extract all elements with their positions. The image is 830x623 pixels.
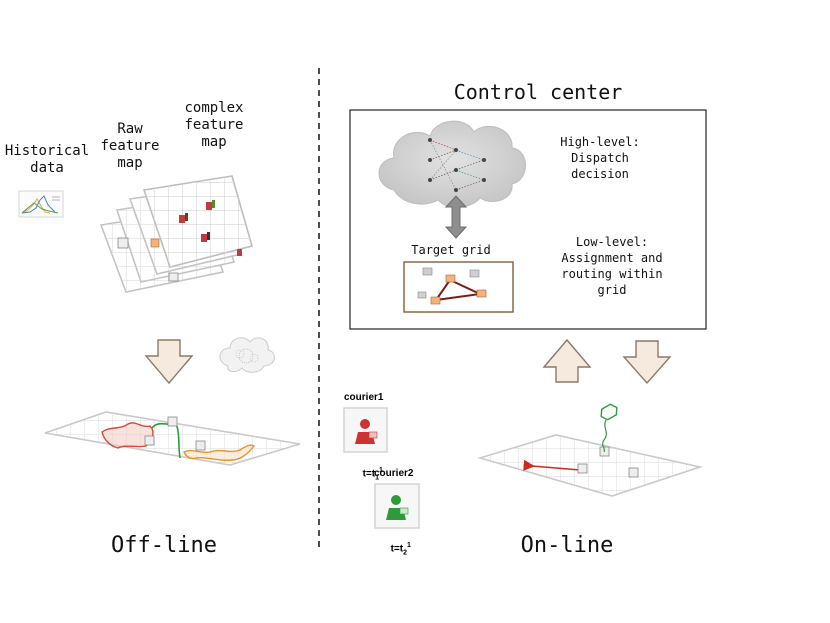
online-marker-2	[577, 463, 588, 474]
feature-icon-4	[237, 249, 242, 256]
courier2-card	[374, 483, 420, 529]
vertical-double-arrow	[444, 195, 468, 239]
courier1-time: t=t11	[362, 467, 383, 482]
dispatch-down-arrow	[622, 340, 672, 385]
ground-marker-3	[195, 440, 206, 451]
courier2-time: t=t21	[390, 542, 411, 557]
target-grid-label: Target grid	[411, 243, 491, 257]
feature-map-stack	[99, 175, 253, 293]
target-grid-box	[403, 261, 514, 313]
depot-icon-6	[417, 291, 427, 299]
online-ground-map	[477, 403, 704, 497]
upload-up-arrow	[542, 338, 592, 383]
raw-feature-map-label: Raw feature map	[100, 121, 160, 171]
control-center-title: Control center	[453, 80, 623, 104]
historical-data-chart-icon	[18, 190, 64, 218]
offline-ground-map	[44, 411, 301, 466]
complex-feature-map-layer-2	[142, 175, 253, 268]
map-marker-grey	[117, 237, 129, 249]
courier1-label: courier1	[344, 392, 384, 403]
depot-icon-2	[445, 274, 456, 283]
courier1-card	[343, 407, 388, 453]
ground-marker-1	[167, 416, 178, 427]
courier2-label: courier2	[374, 468, 414, 479]
region-orange	[183, 444, 256, 462]
map-marker-small	[168, 272, 179, 282]
depot-icon-4	[430, 296, 441, 305]
courier-route-arrow	[523, 459, 581, 471]
feature-icon-3	[201, 232, 210, 242]
high-level-label: High-level: Dispatch decision	[560, 135, 640, 181]
neural-network-cloud-icon	[378, 120, 526, 208]
feature-icon-2	[206, 200, 215, 210]
complex-feature-map-label: complex feature map	[184, 100, 244, 150]
online-marker-3	[628, 467, 639, 478]
depot-icon-3	[476, 289, 487, 298]
ground-marker-2	[144, 435, 155, 446]
offline-title: Off-line	[111, 533, 217, 558]
route-line	[435, 278, 484, 301]
offline-down-arrow	[144, 339, 194, 385]
depot-icon-1	[422, 267, 433, 276]
map-marker-orange	[150, 238, 160, 248]
offline-cloud-icon	[219, 337, 275, 373]
feature-icon-1	[179, 213, 188, 223]
order-tag-icon	[600, 403, 618, 453]
historical-data-label: Historical data	[4, 143, 90, 176]
depot-icon-5	[469, 269, 480, 278]
online-title: On-line	[520, 533, 614, 558]
low-level-label: Low-level: Assignment and routing within…	[561, 235, 663, 297]
